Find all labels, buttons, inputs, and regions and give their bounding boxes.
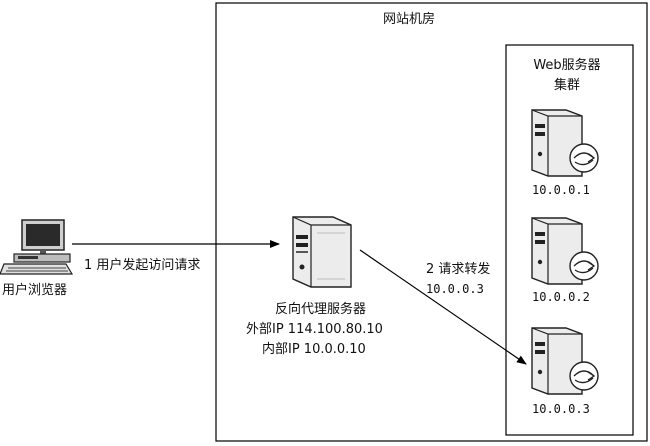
- web-server-icon: [528, 322, 604, 402]
- proxy-internal-ip: 内部IP 10.0.0.10: [262, 342, 366, 357]
- datacenter-title: 网站机房: [383, 12, 436, 27]
- web-server-ip: 10.0.0.3: [532, 402, 590, 416]
- datacenter-box: [215, 2, 648, 442]
- web-server-icon: [528, 104, 604, 184]
- client-label: 用户浏览器: [2, 283, 68, 298]
- forward-label: 2 请求转发: [426, 262, 491, 277]
- proxy-server-icon: [285, 213, 361, 293]
- forward-ip-label: 10.0.0.3: [426, 282, 484, 296]
- web-server-icon: [528, 212, 604, 292]
- cluster-title-line2: 集群: [553, 78, 580, 93]
- cluster-title-line1: Web服务器: [533, 58, 601, 73]
- cluster-box: [505, 44, 634, 436]
- proxy-label: 反向代理服务器: [275, 302, 367, 317]
- web-server-ip: 10.0.0.2: [532, 290, 590, 304]
- proxy-external-ip: 外部IP 114.100.80.10: [246, 322, 383, 337]
- computer-icon: [0, 218, 76, 282]
- request-label: 1 用户发起访问请求: [84, 258, 201, 273]
- web-server-ip: 10.0.0.1: [532, 183, 590, 197]
- forward-arrow: [359, 249, 527, 365]
